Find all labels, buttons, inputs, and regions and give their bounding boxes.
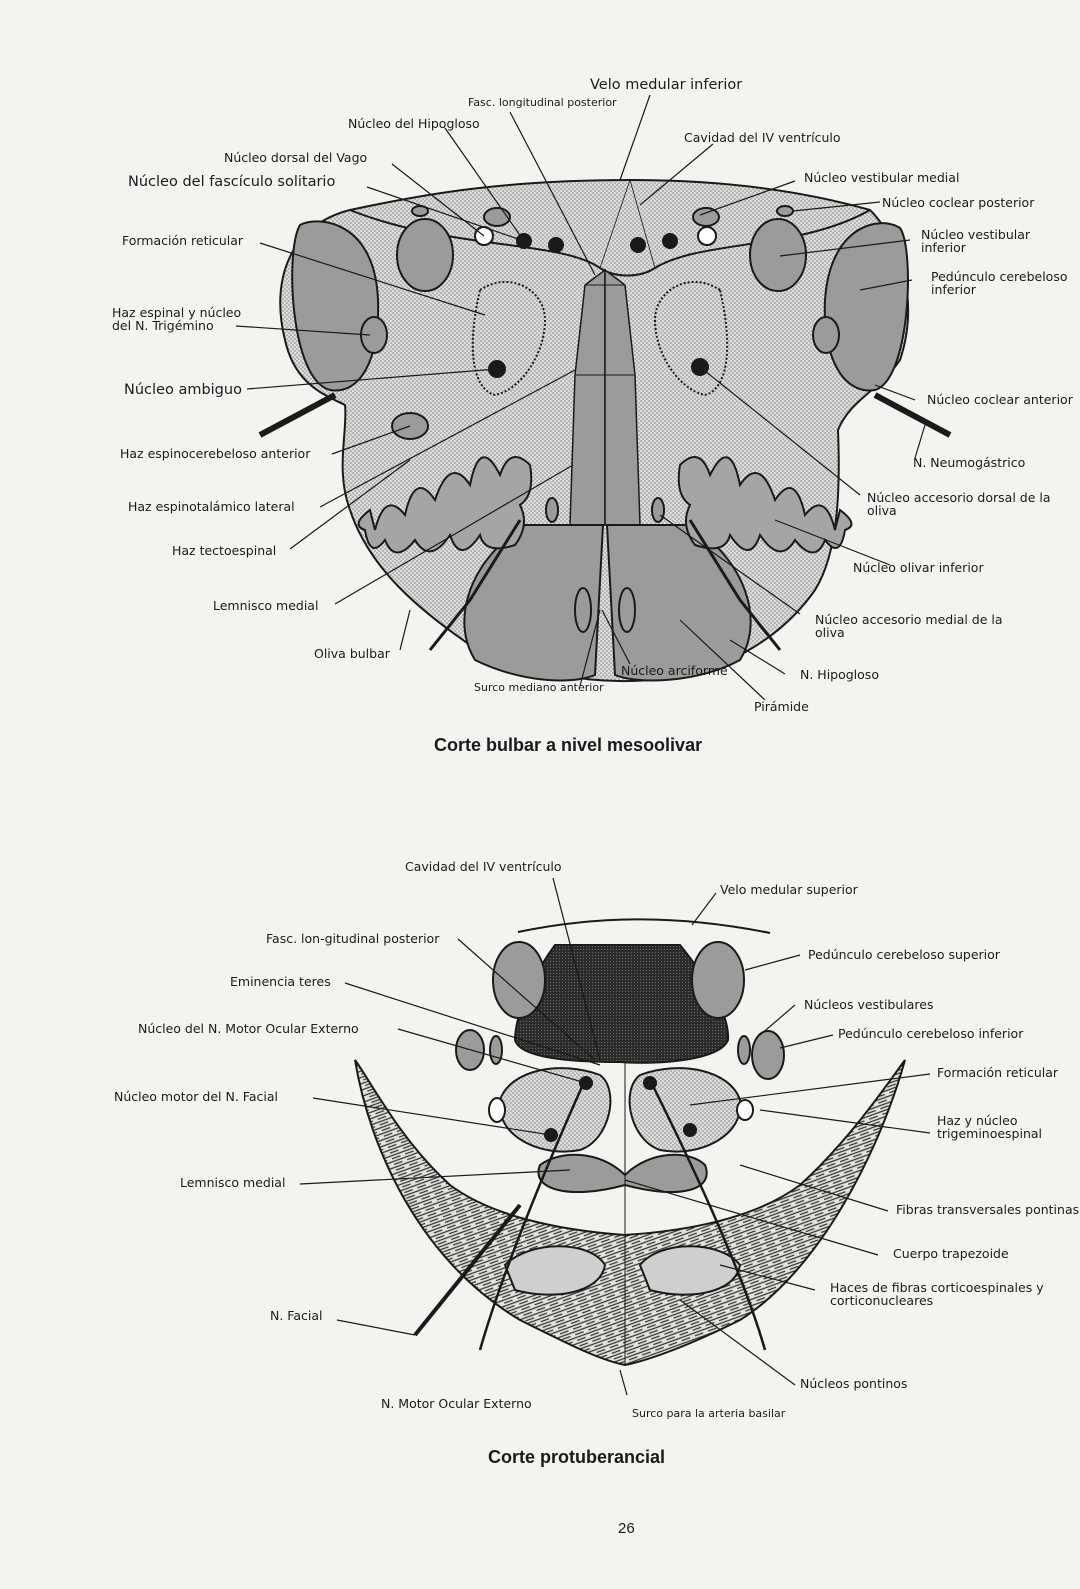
label-velo-medular-superior: Velo medular superior: [720, 882, 858, 897]
label-nucleo-ambiguo: Núcleo ambiguo: [124, 382, 242, 398]
label-haces-corticoespinales: Haces de fibras corticoespinales y corti…: [830, 1280, 1044, 1309]
label-pedunculo-cerebeloso-inferior-pons: Pedúnculo cerebeloso inferior: [838, 1026, 1024, 1041]
pons-leader-lines: [299, 877, 931, 1396]
label-nucleo-vestibular-medial: Núcleo vestibular medial: [804, 170, 960, 185]
label-eminencia-teres: Eminencia teres: [230, 974, 331, 989]
label-oliva-bulbar: Oliva bulbar: [314, 646, 390, 661]
label-surco-arteria-basilar: Surco para la arteria basilar: [632, 1407, 786, 1420]
peduncle-left: [291, 220, 380, 392]
label-haz-nucleo-trigeminoespinal: Haz y núcleo trigeminoespinal: [937, 1113, 1043, 1142]
label-fasc-longitudinal-posterior: Fasc. longitudinal posterior: [468, 96, 617, 109]
pyramid-left: [463, 524, 605, 682]
caption-corte-bulbar: Corte bulbar a nivel mesoolivar: [434, 735, 703, 755]
label-nucleo-coclear-posterior: Núcleo coclear posterior: [882, 195, 1035, 210]
label-lemnisco-medial: Lemnisco medial: [213, 598, 319, 613]
label-n-neumogastrico: N. Neumogástrico: [913, 455, 1026, 470]
label-nucleo-accesorio-dorsal: Núcleo accesorio dorsal de la oliva: [867, 490, 1051, 519]
label-nucleo-dorsal-vago: Núcleo dorsal del Vago: [224, 150, 368, 165]
label-n-facial: N. Facial: [270, 1308, 323, 1323]
label-nucleo-olivar-inferior: Núcleo olivar inferior: [853, 560, 984, 575]
label-formacion-reticular-pons: Formación reticular: [937, 1065, 1059, 1080]
label-n-motor-ocular-externo: N. Motor Ocular Externo: [381, 1396, 532, 1411]
label-pedunculo-cerebeloso-inferior: Pedúnculo cerebeloso inferior: [931, 269, 1068, 298]
label-nucleo-arciforme: Núcleo arciforme: [621, 663, 728, 678]
label-piramide: Pirámide: [754, 699, 809, 714]
label-nucleo-fasciculo-solitario: Núcleo del fascículo solitario: [128, 174, 336, 190]
label-nucleo-accesorio-medial: Núcleo accesorio medial de la oliva: [815, 612, 1003, 641]
label-haz-tectoespinal: Haz tectoespinal: [172, 543, 277, 558]
label-surco-mediano-anterior: Surco mediano anterior: [474, 681, 604, 694]
label-cuerpo-trapezoide: Cuerpo trapezoide: [893, 1246, 1009, 1261]
label-velo-medular-inferior: Velo medular inferior: [590, 77, 743, 93]
label-cavidad-iv-ventriculo: Cavidad del IV ventrículo: [684, 130, 841, 145]
olive-left: [357, 456, 533, 554]
pyramid-right: [605, 524, 752, 682]
caption-corte-protuberancial: Corte protuberancial: [488, 1447, 666, 1467]
label-nucleos-vestibulares: Núcleos vestibulares: [804, 997, 934, 1012]
medulla-leader-lines: [235, 94, 926, 701]
label-lemnisco-medial-pons: Lemnisco medial: [180, 1175, 286, 1190]
label-nucleo-motor-facial: Núcleo motor del N. Facial: [114, 1089, 278, 1104]
olive-right: [677, 456, 853, 554]
page-number: 26: [618, 1520, 635, 1537]
label-nucleo-coclear-anterior: Núcleo coclear anterior: [927, 392, 1073, 407]
label-n-hipogloso: N. Hipogloso: [800, 667, 879, 682]
label-nucleos-pontinos: Núcleos pontinos: [800, 1376, 908, 1391]
pons-section: [354, 918, 906, 1367]
label-nucleo-hipogloso: Núcleo del Hipogloso: [348, 116, 480, 131]
label-fasc-longitudinal-posterior-pons: Fasc. lon-gitudinal posterior: [266, 931, 440, 946]
label-formacion-reticular: Formación reticular: [122, 233, 244, 248]
medulla-section: [258, 178, 952, 683]
label-haz-espinocerebeloso-anterior: Haz espinocerebeloso anterior: [120, 446, 311, 461]
label-haz-espinal-trigemino: Haz espinal y núcleo del N. Trigémino: [112, 305, 242, 334]
label-haz-espinotalamico-lateral: Haz espinotalámico lateral: [128, 499, 295, 514]
basilar-pons: [354, 1059, 906, 1367]
label-nucleo-vestibular-inferior: Núcleo vestibular inferior: [921, 227, 1031, 256]
label-pedunculo-cerebeloso-superior: Pedúnculo cerebeloso superior: [808, 947, 1000, 962]
label-nucleo-motor-ocular-externo: Núcleo del N. Motor Ocular Externo: [138, 1021, 359, 1036]
label-cavidad-iv-ventriculo-pons: Cavidad del IV ventrículo: [405, 859, 562, 874]
label-fibras-transversales-pontinas: Fibras transversales pontinas: [896, 1202, 1080, 1217]
peduncle-right: [823, 222, 909, 392]
